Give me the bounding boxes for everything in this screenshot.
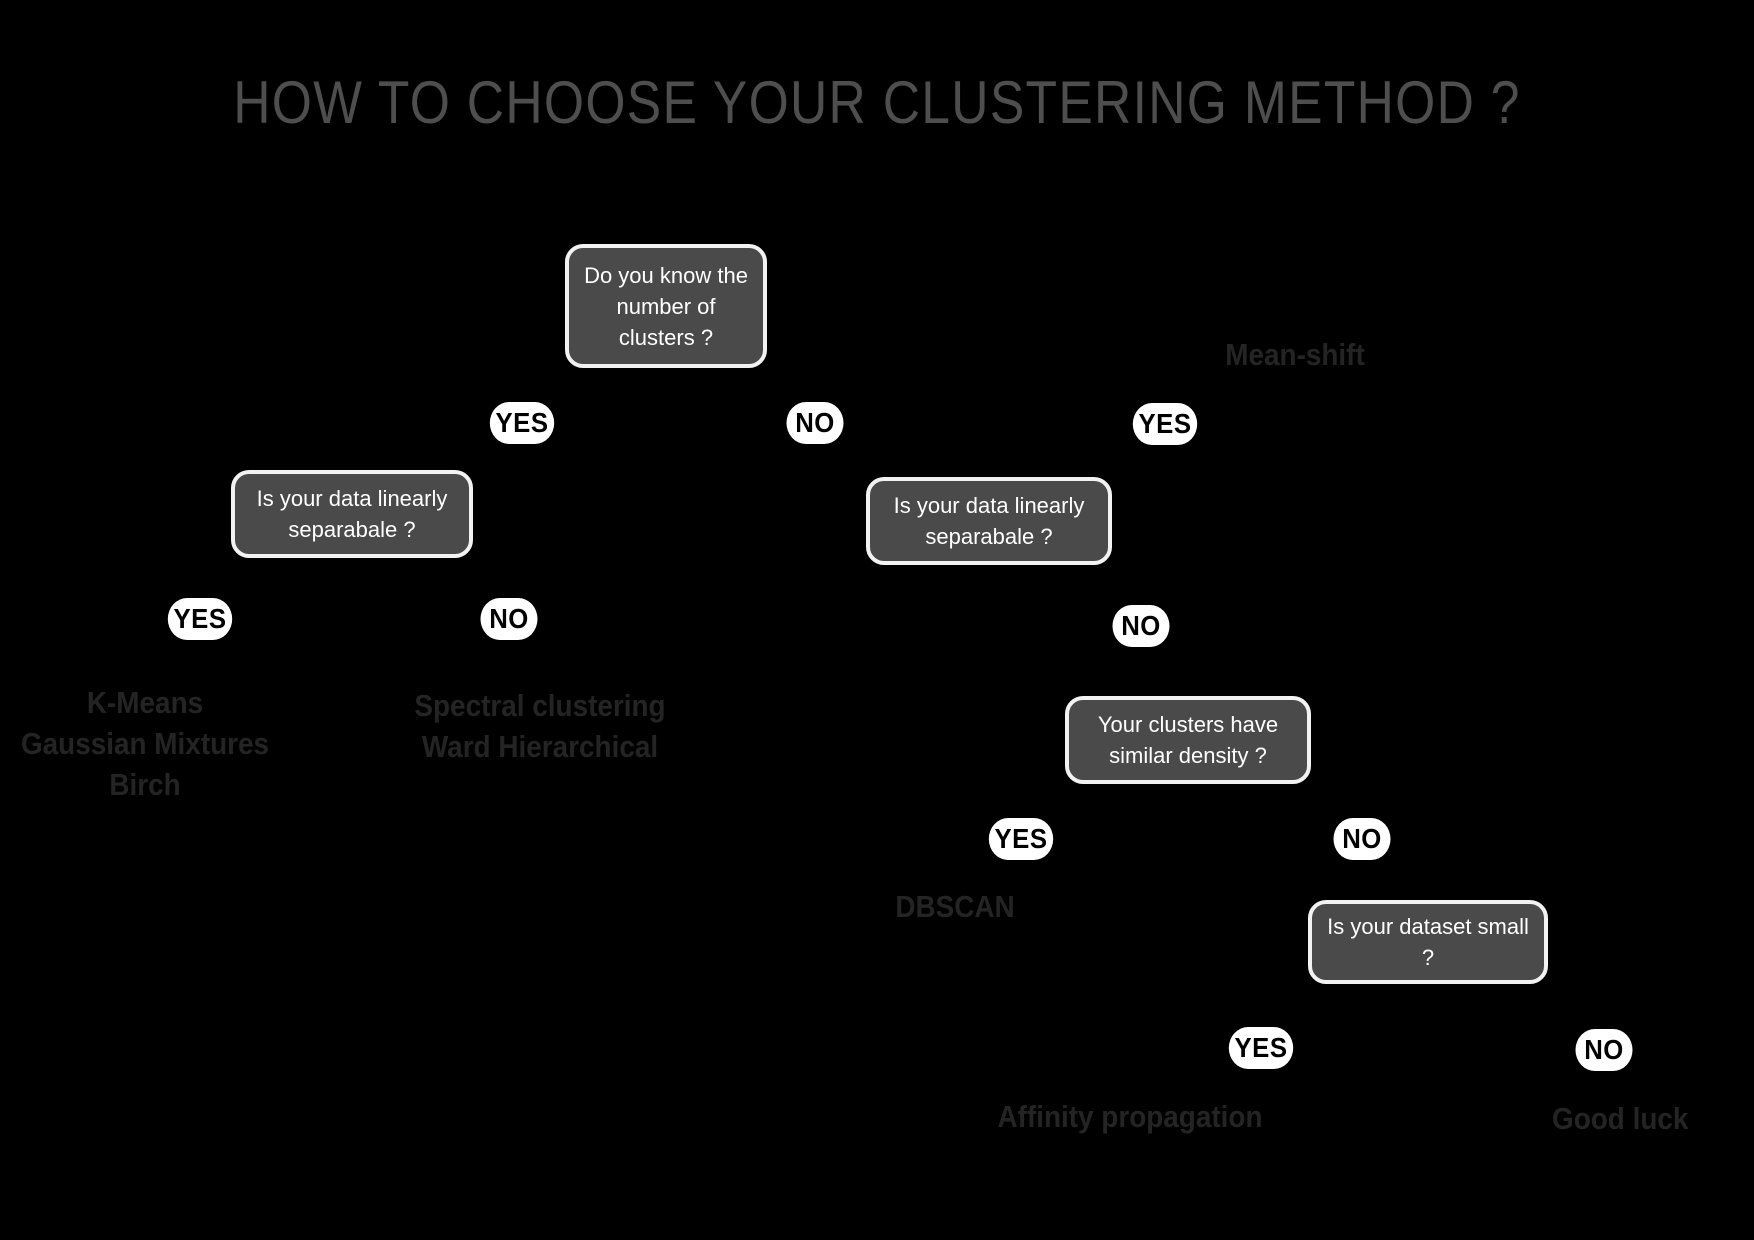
edge-label-density-yes-text: YES xyxy=(994,823,1048,854)
edge-label-root-no-text: NO xyxy=(795,407,835,438)
page-title: HOW TO CHOOSE YOUR CLUSTERING METHOD ? xyxy=(233,69,1521,136)
edge-label-left-no-text: NO xyxy=(489,603,529,634)
decision-node-number-of-clusters-text: Do you know the number of clusters ? xyxy=(584,262,748,350)
edge-label-small-no[interactable]: NO xyxy=(1575,1029,1633,1071)
edge-label-right-yes-text: YES xyxy=(1138,408,1192,439)
edge-label-root-yes-text: YES xyxy=(495,407,549,438)
decision-node-similar-density[interactable]: Your clusters have similar density ? xyxy=(1065,696,1311,784)
edge-label-right-yes[interactable]: YES xyxy=(1132,403,1198,445)
edge-label-root-yes[interactable]: YES xyxy=(489,402,555,444)
edge-label-density-yes[interactable]: YES xyxy=(988,818,1054,860)
edge-label-small-no-text: NO xyxy=(1584,1034,1624,1065)
decision-node-linearly-separable-left[interactable]: Is your data linearly separabale ? xyxy=(231,470,473,558)
edge-label-left-no[interactable]: NO xyxy=(480,598,538,640)
decision-node-dataset-small-text: Is your dataset small ? xyxy=(1327,914,1529,970)
edge-label-small-yes[interactable]: YES xyxy=(1228,1027,1294,1069)
edge-label-left-yes[interactable]: YES xyxy=(167,598,233,640)
leaf-dbscan: DBSCAN xyxy=(895,889,1015,924)
leaf-mean-shift: Mean-shift xyxy=(1225,337,1365,372)
decision-node-linearly-separable-right[interactable]: Is your data linearly separabale ? xyxy=(866,477,1112,565)
leaf-kmeans-group: K-Means Gaussian Mixtures Birch xyxy=(20,685,270,802)
edge-label-right-no[interactable]: NO xyxy=(1112,605,1170,647)
edge-label-small-yes-text: YES xyxy=(1234,1032,1288,1063)
leaf-affinity-propagation: Affinity propagation xyxy=(997,1099,1263,1134)
decision-node-linearly-separable-right-text: Is your data linearly separabale ? xyxy=(893,493,1085,549)
leaf-good-luck: Good luck xyxy=(1552,1101,1689,1136)
edge-label-density-no-text: NO xyxy=(1342,823,1382,854)
leaf-spectral-group: Spectral clustering Ward Hierarchical xyxy=(414,688,666,764)
decision-node-dataset-small[interactable]: Is your dataset small ? xyxy=(1308,900,1548,984)
decision-node-linearly-separable-left-text: Is your data linearly separabale ? xyxy=(256,486,448,542)
edge-label-density-no[interactable]: NO xyxy=(1333,818,1391,860)
decision-node-number-of-clusters[interactable]: Do you know the number of clusters ? xyxy=(565,244,767,368)
decision-node-similar-density-text: Your clusters have similar density ? xyxy=(1097,712,1279,768)
edge-label-root-no[interactable]: NO xyxy=(786,402,844,444)
edge-label-right-no-text: NO xyxy=(1121,610,1161,641)
edge-label-left-yes-text: YES xyxy=(173,603,227,634)
